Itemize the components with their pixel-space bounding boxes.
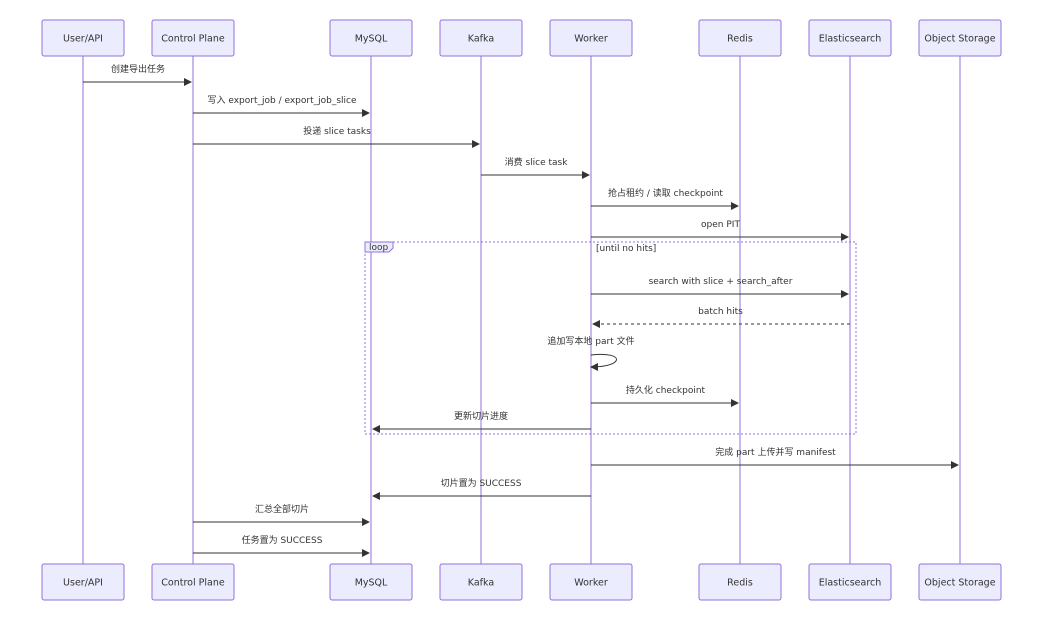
message-12: 完成 part 上传并写 manifest — [591, 446, 959, 469]
message-15: 任务置为 SUCCESS — [193, 534, 370, 557]
message-label: 更新切片进度 — [454, 410, 508, 422]
actor-label: User/API — [63, 34, 103, 45]
message-label: batch hits — [698, 307, 743, 317]
message-arrow — [590, 353, 617, 371]
message-label: 持久化 checkpoint — [626, 384, 706, 396]
message-4: 消费 slice task — [481, 156, 590, 179]
message-label: search with slice + search_after — [649, 277, 793, 287]
actor-control-bottom: Control Plane — [151, 563, 235, 601]
actor-redis-bottom: Redis — [698, 563, 782, 601]
actor-label: Worker — [574, 578, 608, 589]
actor-user-top: User/API — [41, 19, 125, 57]
actor-os-top: Object Storage — [918, 19, 1002, 57]
message-label: 追加写本地 part 文件 — [547, 335, 634, 347]
actor-label: User/API — [63, 578, 103, 589]
actor-mysql-bottom: MySQL — [329, 563, 413, 601]
message-label: 消费 slice task — [505, 156, 569, 168]
message-2: 写入 export_job / export_job_slice — [193, 95, 370, 117]
message-label: 写入 export_job / export_job_slice — [207, 95, 356, 106]
message-label: 完成 part 上传并写 manifest — [715, 446, 836, 458]
message-label: 任务置为 SUCCESS — [242, 534, 323, 546]
actor-box — [549, 563, 633, 601]
actor-box — [329, 563, 413, 601]
actor-box — [439, 19, 523, 57]
actor-box — [151, 563, 235, 601]
message-9: 追加写本地 part 文件 — [547, 335, 635, 371]
actor-label: Kafka — [468, 578, 494, 589]
actor-mysql-top: MySQL — [329, 19, 413, 57]
loop-label: loop — [369, 243, 389, 253]
message-label: 切片置为 SUCCESS — [441, 477, 522, 489]
message-label: 抢占租约 / 读取 checkpoint — [608, 187, 723, 199]
actor-label: Worker — [574, 34, 608, 45]
actor-worker-bottom: Worker — [549, 563, 633, 601]
actor-box — [41, 563, 125, 601]
loop-condition: [until no hits] — [596, 244, 656, 254]
actor-box — [918, 19, 1002, 57]
loop-box — [364, 241, 857, 435]
actor-kafka-top: Kafka — [439, 19, 523, 57]
actor-box — [698, 19, 782, 57]
actor-box — [439, 563, 523, 601]
actor-redis-top: Redis — [698, 19, 782, 57]
actor-os-bottom: Object Storage — [918, 563, 1002, 601]
message-10: 持久化 checkpoint — [591, 384, 739, 407]
actor-label: Elasticsearch — [819, 578, 882, 589]
actor-es-top: Elasticsearch — [808, 19, 892, 57]
actor-label: Control Plane — [161, 578, 225, 589]
message-8: batch hits — [592, 307, 850, 328]
actor-box — [808, 19, 892, 57]
actor-box — [808, 563, 892, 601]
actor-box — [151, 19, 235, 57]
message-13: 切片置为 SUCCESS — [372, 477, 591, 500]
actor-label: Redis — [727, 34, 753, 45]
actor-box — [918, 563, 1002, 601]
message-label: 汇总全部切片 — [255, 503, 309, 515]
actor-box — [329, 19, 413, 57]
actor-box — [41, 19, 125, 57]
message-7: search with slice + search_after — [591, 277, 849, 298]
message-5: 抢占租约 / 读取 checkpoint — [591, 187, 739, 210]
message-3: 投递 slice tasks — [193, 125, 480, 148]
loop-tab — [364, 241, 394, 253]
actor-es-bottom: Elasticsearch — [808, 563, 892, 601]
actor-kafka-bottom: Kafka — [439, 563, 523, 601]
actor-box — [698, 563, 782, 601]
actor-box — [549, 19, 633, 57]
message-label: open PIT — [701, 220, 740, 230]
loop-frame: loop [until no hits] — [364, 241, 857, 435]
actor-label: Kafka — [468, 34, 494, 45]
actor-user-bottom: User/API — [41, 563, 125, 601]
actor-worker-top: Worker — [549, 19, 633, 57]
actor-label: Object Storage — [924, 34, 995, 45]
message-label: 投递 slice tasks — [303, 125, 371, 137]
message-1: 创建导出任务 — [83, 63, 192, 86]
message-label: 创建导出任务 — [111, 63, 165, 75]
actor-label: Redis — [727, 578, 753, 589]
actor-label: MySQL — [355, 34, 388, 45]
actor-control-top: Control Plane — [151, 19, 235, 57]
actor-label: Object Storage — [924, 578, 995, 589]
actor-label: Elasticsearch — [819, 34, 882, 45]
message-11: 更新切片进度 — [372, 410, 591, 433]
message-6: open PIT — [591, 220, 849, 241]
actor-label: Control Plane — [161, 34, 225, 45]
message-14: 汇总全部切片 — [193, 503, 370, 526]
actor-label: MySQL — [355, 578, 388, 589]
